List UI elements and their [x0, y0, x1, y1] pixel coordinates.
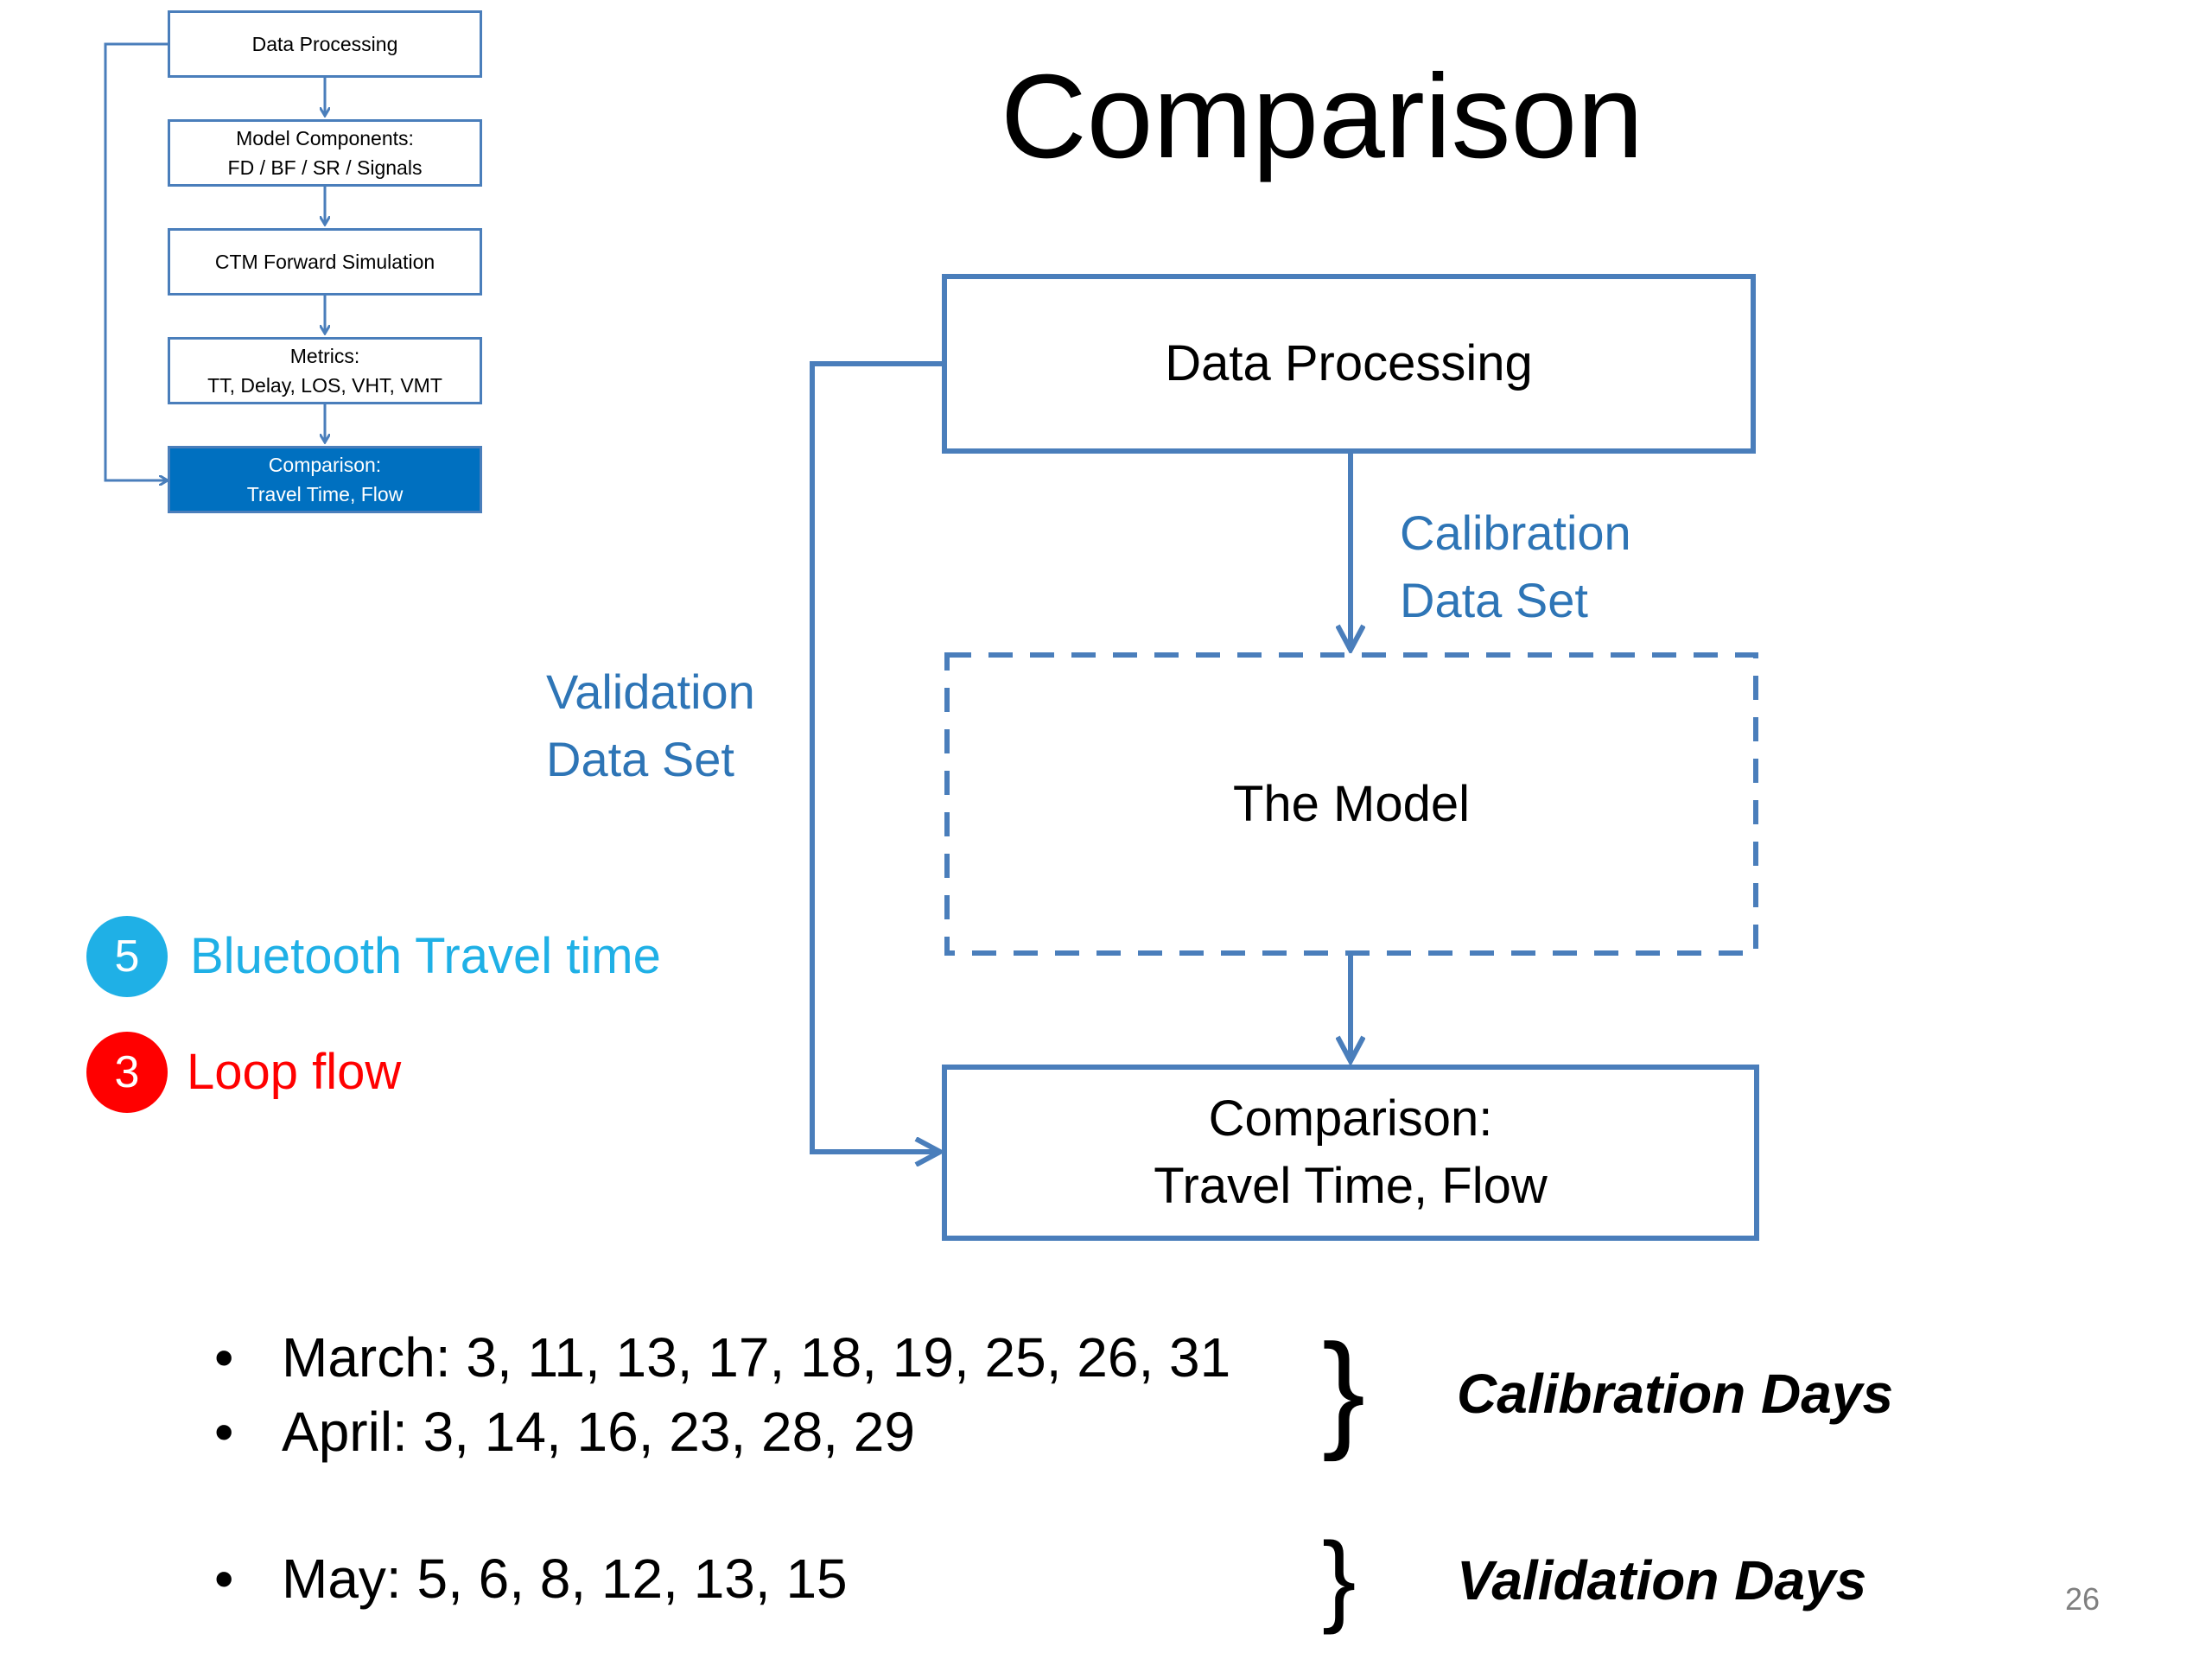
model-box: The Model — [947, 655, 1756, 953]
mini-box-label: TT, Delay, LOS, VHT, VMT — [207, 374, 442, 397]
mini-box-metrics: Metrics: TT, Delay, LOS, VHT, VMT — [168, 337, 482, 404]
bullet-marker: • — [214, 1548, 234, 1610]
validation-data-set-label: Validation Data Set — [546, 658, 755, 793]
bluetooth-legend-text: Bluetooth Travel time — [190, 928, 661, 984]
list-item: • May: 5, 6, 8, 12, 13, 15 — [214, 1541, 848, 1616]
calibration-data-set-label: Calibration Data Set — [1400, 499, 1631, 634]
comparison-label-line: Travel Time, Flow — [1154, 1158, 1548, 1214]
loop-count-badge: 3 — [86, 1032, 168, 1113]
bullet-marker: • — [214, 1326, 234, 1389]
comparison-label-line: Comparison: — [1208, 1090, 1493, 1147]
bullet-text: March: 3, 11, 13, 17, 18, 19, 25, 26, 31 — [282, 1326, 1231, 1389]
legend-item-loop: 3 Loop flow — [86, 1032, 401, 1113]
bullet-text: May: 5, 6, 8, 12, 13, 15 — [282, 1548, 848, 1610]
mini-box-label: Metrics: — [289, 345, 360, 367]
bluetooth-count-badge: 5 — [86, 916, 168, 997]
calibration-bullet-list: • March: 3, 11, 13, 17, 18, 19, 25, 26, … — [214, 1320, 1230, 1469]
validation-label-line: Validation — [546, 664, 755, 719]
mini-box-label: Travel Time, Flow — [246, 483, 404, 505]
loop-legend-text: Loop flow — [187, 1044, 402, 1100]
mini-box-label: CTM Forward Simulation — [214, 251, 435, 273]
data-processing-box: Data Processing — [942, 274, 1756, 454]
comparison-box: Comparison: Travel Time, Flow — [942, 1065, 1759, 1241]
mini-box-label: Comparison: — [268, 454, 382, 476]
main-flow-arrows — [810, 361, 1351, 1152]
validation-label-line: Data Set — [546, 732, 734, 786]
mini-box-comparison-active: Comparison: Travel Time, Flow — [168, 446, 482, 513]
list-item: • April: 3, 14, 16, 23, 28, 29 — [214, 1395, 1230, 1469]
model-label: The Model — [1232, 775, 1471, 832]
bullet-text: April: 3, 14, 16, 23, 28, 29 — [282, 1401, 915, 1463]
mini-box-ctm-simulation: CTM Forward Simulation — [168, 228, 482, 296]
calibration-days-label: Calibration Days — [1457, 1363, 1894, 1425]
bullet-marker: • — [214, 1401, 234, 1463]
mini-box-model-components: Model Components: FD / BF / SR / Signals — [168, 119, 482, 187]
mini-box-label: Model Components: — [236, 127, 414, 149]
validation-bullet-list: • May: 5, 6, 8, 12, 13, 15 — [214, 1541, 848, 1616]
page-number: 26 — [2065, 1581, 2101, 1617]
model-box-border — [944, 652, 1758, 956]
mini-box-label: FD / BF / SR / Signals — [227, 156, 423, 179]
calibration-label-line: Calibration — [1400, 505, 1631, 560]
page-title: Comparison — [1001, 50, 1643, 183]
validation-brace: } — [1322, 1522, 1357, 1636]
list-item: • March: 3, 11, 13, 17, 18, 19, 25, 26, … — [214, 1320, 1230, 1395]
legend-item-bluetooth: 5 Bluetooth Travel time — [86, 916, 661, 997]
mini-box-data-processing: Data Processing — [168, 10, 482, 78]
mini-box-label: Data Processing — [251, 33, 398, 55]
data-processing-label: Data Processing — [1165, 335, 1533, 391]
validation-days-label: Validation Days — [1457, 1549, 1867, 1611]
calibration-label-line: Data Set — [1400, 573, 1588, 627]
mini-flow-arrows — [104, 42, 325, 480]
calibration-brace: } — [1322, 1317, 1366, 1462]
